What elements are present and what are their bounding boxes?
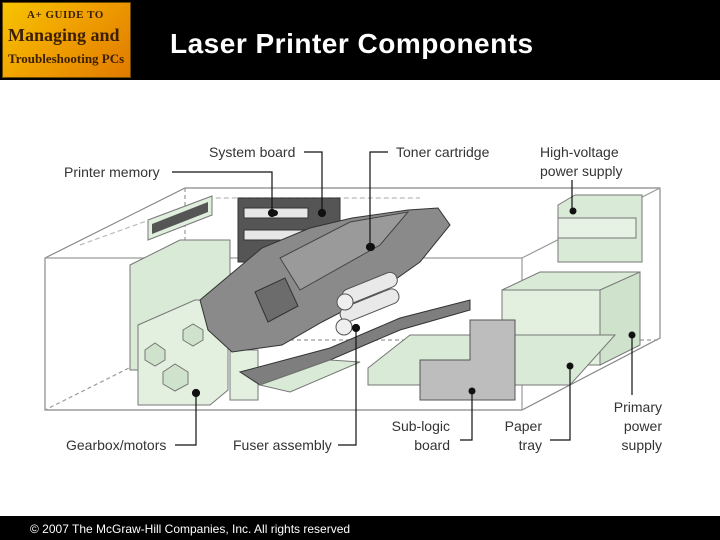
label-high-voltage-line-1: High-voltage	[540, 144, 619, 160]
high-voltage-power-supply	[557, 194, 643, 263]
printer-diagram: Printer memory System board Toner cartri…	[44, 144, 662, 453]
callout-lines	[172, 151, 633, 446]
label-paper-tray-line-1: Paper	[505, 418, 543, 434]
label-primary-line-3: supply	[622, 437, 662, 453]
logo-line-3: Troubleshooting PCs	[8, 51, 125, 66]
printer-memory	[147, 195, 213, 241]
label-system-board: System board	[209, 144, 295, 160]
label-paper-tray-line-2: tray	[519, 437, 542, 453]
label-sub-logic-line-2: board	[414, 437, 450, 453]
header-bar: A+ GUIDE TO Managing and Troubleshooting…	[0, 0, 720, 80]
label-fuser-assembly: Fuser assembly	[233, 437, 332, 453]
copyright-text: © 2007 The McGraw-Hill Companies, Inc. A…	[30, 522, 351, 536]
logo-line-1: A+ GUIDE TO	[27, 9, 104, 21]
label-sub-logic-line-1: Sub-logic	[392, 418, 450, 434]
fuser-assembly	[238, 271, 471, 393]
book-logo: A+ GUIDE TO Managing and Troubleshooting…	[2, 2, 131, 78]
slide-title: Laser Printer Components	[170, 28, 534, 59]
label-high-voltage-line-2: power supply	[540, 163, 623, 179]
label-gearbox-motors: Gearbox/motors	[66, 437, 166, 453]
label-toner-cartridge: Toner cartridge	[396, 144, 490, 160]
label-primary-line-2: power	[624, 418, 662, 434]
label-primary-line-1: Primary	[614, 399, 662, 415]
toner-cartridge	[199, 207, 451, 353]
logo-line-2: Managing and	[8, 25, 120, 45]
label-printer-memory: Printer memory	[64, 164, 160, 180]
footer-bar: © 2007 The McGraw-Hill Companies, Inc. A…	[0, 516, 720, 540]
sub-logic-board	[419, 319, 516, 401]
